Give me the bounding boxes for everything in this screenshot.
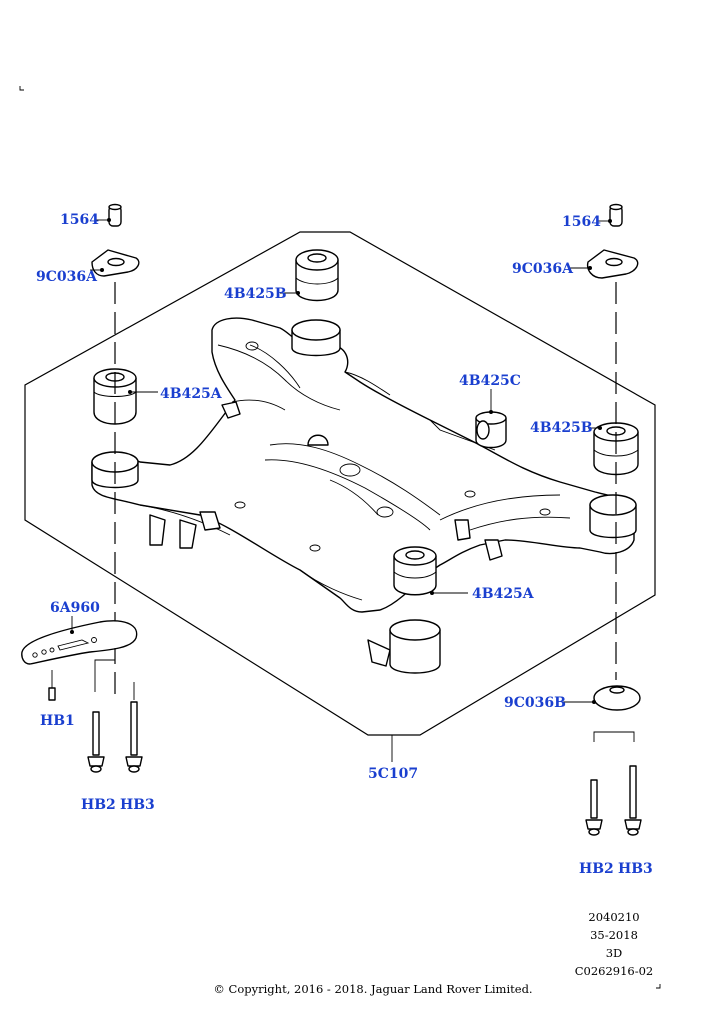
bushing-4b425c[interactable] <box>475 411 507 449</box>
bolt-hb3-left[interactable] <box>125 701 143 773</box>
callout-leaders <box>70 218 612 762</box>
rear-subframe[interactable] <box>91 317 635 667</box>
callout-1564-right[interactable]: 1564 <box>562 214 601 230</box>
callout-hb3-right[interactable]: HB3 <box>618 861 653 877</box>
washer-9c036b[interactable] <box>593 685 641 711</box>
corner-mark <box>19 86 24 91</box>
assembly-boundary <box>24 231 656 736</box>
bolt-hb2-left[interactable] <box>87 711 105 773</box>
corner-mark <box>656 984 661 989</box>
bolt-hb3-right[interactable] <box>624 765 642 836</box>
callout-4b425b-center[interactable]: 4B425B <box>224 286 287 302</box>
bracket-6a960[interactable] <box>21 620 138 665</box>
bushing-seat <box>589 494 637 539</box>
bolt-hb1[interactable] <box>48 670 56 701</box>
diagram-ref: C0262916-02 <box>575 964 654 978</box>
callout-6a960[interactable]: 6A960 <box>50 600 100 616</box>
diagram-code: 2040210 <box>588 910 639 924</box>
callout-hb2-left[interactable]: HB2 <box>81 797 116 813</box>
callout-9c036b[interactable]: 9C036B <box>504 695 566 711</box>
copyright-notice: © Copyright, 2016 - 2018. Jaguar Land Ro… <box>213 982 532 996</box>
callout-9c036a-right[interactable]: 9C036A <box>512 261 574 277</box>
washer-9c036a-left[interactable] <box>91 249 140 277</box>
callout-1564-left[interactable]: 1564 <box>60 212 99 228</box>
callout-hb3-left[interactable]: HB3 <box>120 797 155 813</box>
leader-line <box>593 731 635 742</box>
callout-5c107[interactable]: 5C107 <box>368 766 418 782</box>
callout-4b425a-center[interactable]: 4B425A <box>472 586 535 602</box>
diagram-date: 35-2018 <box>590 928 638 942</box>
washer-9c036a-right[interactable] <box>586 249 639 279</box>
spacer-1564-right[interactable] <box>609 203 623 227</box>
bushing-4b425b-center[interactable] <box>295 249 339 302</box>
bushing-seat <box>291 319 341 357</box>
bushing-seat <box>389 619 441 674</box>
callout-4b425a-left[interactable]: 4B425A <box>160 386 223 402</box>
callout-4b425b-right[interactable]: 4B425B <box>530 420 593 436</box>
bolt-hb2-right[interactable] <box>585 779 603 836</box>
callout-9c036a-left[interactable]: 9C036A <box>36 269 98 285</box>
spacer-1564-left[interactable] <box>108 203 122 227</box>
diagram-view: 3D <box>606 946 623 960</box>
leader-line <box>94 648 116 692</box>
bushing-4b425a-center[interactable] <box>393 546 437 596</box>
callout-hb1[interactable]: HB1 <box>40 713 75 729</box>
bushing-4b425b-right[interactable] <box>593 422 639 476</box>
callout-4b425c[interactable]: 4B425C <box>459 373 521 389</box>
callout-hb2-right[interactable]: HB2 <box>579 861 614 877</box>
